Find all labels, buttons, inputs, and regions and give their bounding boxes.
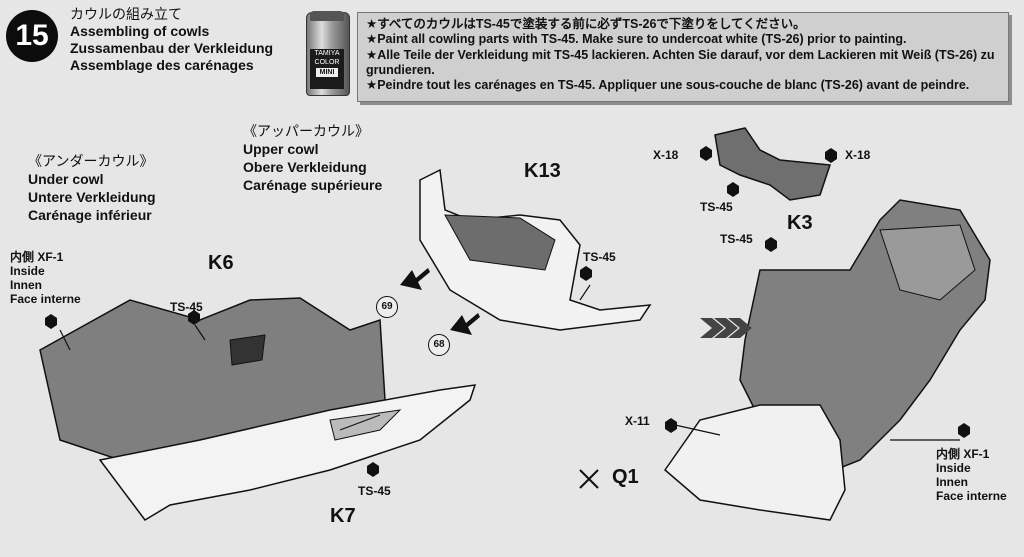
paint-ts45-k6: TS-45 bbox=[170, 300, 203, 314]
hex-k6b bbox=[188, 310, 200, 325]
upper-cowl-en: Upper cowl bbox=[243, 141, 319, 157]
under-cowl-en: Under cowl bbox=[28, 171, 104, 187]
hex-x18-left bbox=[700, 146, 712, 161]
hex-k13 bbox=[580, 266, 592, 281]
under-cowl-heading: 《アンダーカウル》 Under cowl Untere Verkleidung … bbox=[28, 152, 156, 224]
part-k13: K13 bbox=[524, 160, 561, 182]
callout-69: 69 bbox=[376, 296, 398, 318]
paint-ts45-k3: TS-45 bbox=[720, 232, 753, 246]
hex-k7 bbox=[367, 462, 379, 477]
inside-left-de: Innen bbox=[10, 278, 42, 292]
paint-instructions-box: ★すべてのカウルはTS-45で塗装する前に必ずTS-26で下塗りをしてください。… bbox=[357, 12, 1009, 102]
title-de: Zussamenbau der Verkleidung bbox=[70, 40, 274, 56]
inside-left-jp: 内側 XF-1 bbox=[10, 250, 64, 264]
inside-left-en: Inside bbox=[10, 264, 45, 278]
part-k3: K3 bbox=[787, 212, 813, 234]
upper-cowl-de: Obere Verkleidung bbox=[243, 159, 367, 175]
part-k6: K6 bbox=[208, 252, 234, 274]
callout-68: 68 bbox=[428, 334, 450, 356]
hex-inside-right bbox=[958, 423, 970, 438]
part-k7: K7 bbox=[330, 505, 356, 527]
paint-ts45-k7: TS-45 bbox=[358, 484, 391, 498]
step-title: カウルの組み立て Assembling of cowls Zussamenbau… bbox=[70, 6, 273, 74]
inside-right-en: Inside bbox=[936, 461, 971, 475]
hex-x11 bbox=[665, 418, 677, 433]
arrow-69 bbox=[400, 268, 430, 290]
inside-right-fr: Face interne bbox=[936, 489, 1007, 503]
screw-x11: X-11 bbox=[625, 414, 650, 428]
inside-left-fr: Face interne bbox=[10, 292, 81, 306]
sprue-cut-icon bbox=[579, 469, 599, 489]
title-jp: カウルの組み立て bbox=[70, 6, 182, 22]
part-q1: Q1 bbox=[612, 466, 639, 488]
paint-can-icon: TAMIYA COLOR MINI bbox=[306, 11, 350, 96]
instruction-fr: ★Peindre tout les carénages en TS-45. Ap… bbox=[366, 78, 970, 93]
top-bracket-shape bbox=[714, 127, 832, 201]
under-cowl-de: Untere Verkleidung bbox=[28, 189, 156, 205]
under-cowl-fr: Carénage inférieur bbox=[28, 207, 152, 223]
under-cowl-jp: 《アンダーカウル》 bbox=[28, 153, 154, 169]
title-fr: Assemblage des carénages bbox=[70, 57, 254, 73]
inside-right-de: Innen bbox=[936, 475, 968, 489]
hex-k6 bbox=[45, 314, 57, 329]
direction-arrow bbox=[700, 318, 752, 338]
hex-x18-right bbox=[825, 148, 837, 163]
screw-x18-left: X-18 bbox=[653, 148, 679, 162]
instruction-en: ★Paint all cowling parts with TS-45. Mak… bbox=[366, 32, 907, 47]
instruction-jp: ★すべてのカウルはTS-45で塗装する前に必ずTS-26で下塗りをしてください。 bbox=[366, 17, 806, 31]
upper-cowl-heading: 《アッパーカウル》 Upper cowl Obere Verkleidung C… bbox=[243, 122, 382, 194]
paint-ts45-top: TS-45 bbox=[700, 200, 733, 214]
hex-k3 bbox=[765, 237, 777, 252]
screw-x18-right: X-18 bbox=[845, 148, 871, 162]
paint-ts45-k13: TS-45 bbox=[583, 250, 616, 264]
inside-note-right: 内側 XF-1 Inside Innen Face interne bbox=[936, 447, 1007, 503]
paint-can-tag: MINI bbox=[316, 68, 338, 77]
windscreen-q1-shape bbox=[663, 404, 846, 521]
title-en: Assembling of cowls bbox=[70, 23, 210, 39]
instruction-de: ★Alle Teile der Verkleidung mit TS-45 la… bbox=[366, 47, 995, 77]
inside-note-left: 内側 XF-1 Inside Innen Face interne bbox=[10, 250, 81, 306]
step-number: 15 bbox=[6, 10, 58, 62]
hex-top bbox=[727, 182, 739, 197]
upper-cowl-jp: 《アッパーカウル》 bbox=[243, 123, 369, 139]
upper-cowl-fr: Carénage supérieure bbox=[243, 177, 383, 193]
arrow-68 bbox=[450, 313, 480, 335]
paint-can-brand: TAMIYA COLOR bbox=[314, 50, 340, 66]
inside-right-jp: 内側 XF-1 bbox=[936, 447, 990, 461]
